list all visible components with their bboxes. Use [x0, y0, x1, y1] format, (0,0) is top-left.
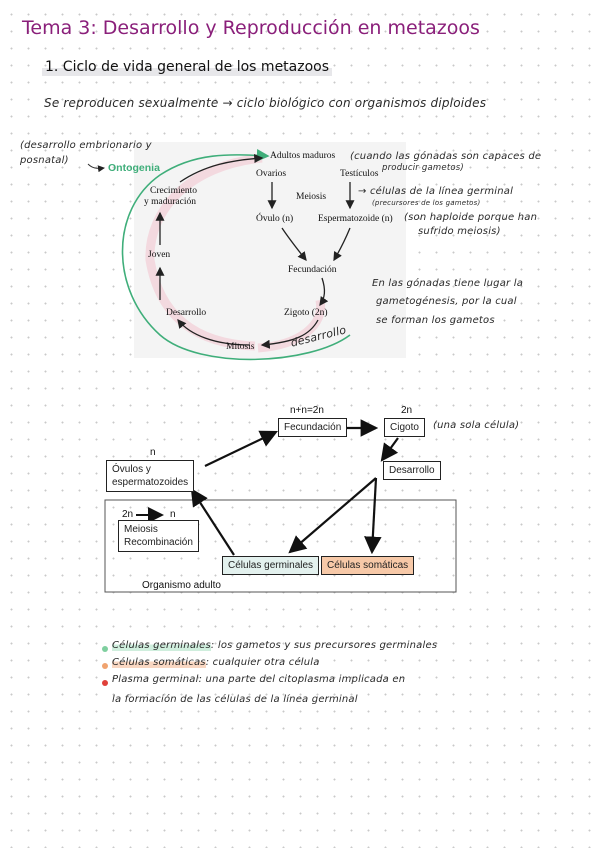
adults-note-line1: (cuando las gónadas son capaces de [350, 151, 542, 162]
definition-plasma-text: : una parte del citoplasma implicada en [198, 674, 406, 685]
flow-organismo-label: Organismo adulto [142, 580, 221, 591]
flow-meiosis-line2: Recombinación [124, 537, 193, 548]
life-cycle-arrows [87, 149, 355, 361]
germ-line-note: → células de la línea germinal [358, 186, 514, 197]
cycle-adultos: Adultos maduros [270, 151, 336, 161]
section-heading: 1. Ciclo de vida general de los metazoos [42, 58, 333, 76]
cycle-zigoto: Zigoto (2n) [284, 308, 328, 318]
flow-ovulos-ploidy: n [150, 447, 156, 458]
cycle-crecimiento-line2: y maduración [144, 197, 196, 207]
cycle-ovarios: Ovarios [256, 169, 287, 179]
flow-ovulos-line2: espermatozoides [112, 477, 189, 488]
flow-cigoto-box: Cigoto [384, 418, 425, 437]
cycle-mitosis: Mitosis [226, 342, 255, 352]
definition-plasma-term: Plasma germinal [112, 674, 199, 685]
left-note-line2: posnatal) [20, 155, 69, 166]
definition-germinales-text: : los gametos y sus precursores germinal… [210, 640, 438, 651]
cycle-testiculos: Testículos [340, 169, 379, 179]
flow-ovulos-line1: Óvulos y [112, 464, 151, 475]
intro-note: Se reproducen sexualmente → ciclo biológ… [44, 96, 487, 110]
cycle-fecundacion: Fecundación [288, 265, 337, 275]
gonads-note-line3: se forman los gametos [376, 315, 495, 326]
flow-fecund-ploidy: n+n=2n [290, 405, 324, 416]
flow-desarrollo-box: Desarrollo [383, 461, 441, 480]
left-note-line1: (desarrollo embrionario y [20, 140, 152, 151]
page-title: Tema 3: Desarrollo y Reproducción en met… [22, 17, 480, 39]
definition-plasma-cont: la formación de las células de la línea … [112, 694, 358, 705]
gonads-note-line2: gametogénesis, por la cual [376, 296, 517, 307]
flow-meiosis-line1: Meiosis [124, 524, 158, 535]
cycle-crecimiento-line1: Crecimiento [150, 186, 197, 196]
bullet-somaticas [102, 663, 108, 669]
definition-germinales-term: Células germinales [112, 640, 211, 651]
flow-germinales-box: Células germinales [222, 556, 320, 575]
cycle-joven: Joven [148, 250, 171, 260]
zygote-note: (una sola célula) [433, 420, 520, 431]
definition-somaticas-text: : cualquier otra célula [205, 657, 320, 668]
ontogenia-label: Ontogenia [108, 162, 160, 174]
cycle-desarrollo: Desarrollo [166, 308, 207, 318]
definition-somaticas-term: Células somáticas [112, 657, 206, 668]
adults-note-line2: producir gametos) [382, 163, 464, 173]
flow-diagram-arrows [104, 419, 457, 593]
cycle-espermatozoide: Espermatozoide (n) [318, 214, 393, 224]
flow-cigoto-ploidy: 2n [401, 405, 413, 416]
germ-line-sub: (precursores de los gametos) [372, 199, 481, 207]
bullet-germinales [102, 646, 108, 652]
definition-plasma: Plasma germinal: una parte del citoplasm… [112, 674, 405, 685]
haploid-note-line1: (son haploide porque han [404, 212, 538, 223]
definition-germinales: Células germinales: los gametos y sus pr… [112, 640, 437, 651]
bullet-plasma [102, 680, 108, 686]
flow-somaticas-box: Células somáticas [321, 556, 415, 575]
haploid-note-line2: sufrido meiosis) [418, 226, 501, 237]
flow-fecundacion-box: Fecundación [278, 418, 348, 437]
definition-somaticas: Células somáticas: cualquier otra célula [112, 657, 320, 668]
flow-meiosis-ploidy-right: n [170, 509, 176, 520]
gonads-note-line1: En las gónadas tiene lugar la [372, 278, 524, 289]
cycle-ovulo: Óvulo (n) [256, 214, 294, 224]
flow-meiosis-ploidy-left: 2n [122, 509, 134, 520]
flow-ovulos-box: Óvulos y espermatozoides [106, 460, 195, 492]
flow-meiosis-box: Meiosis Recombinación [118, 520, 199, 552]
cycle-meiosis: Meiosis [296, 192, 327, 202]
